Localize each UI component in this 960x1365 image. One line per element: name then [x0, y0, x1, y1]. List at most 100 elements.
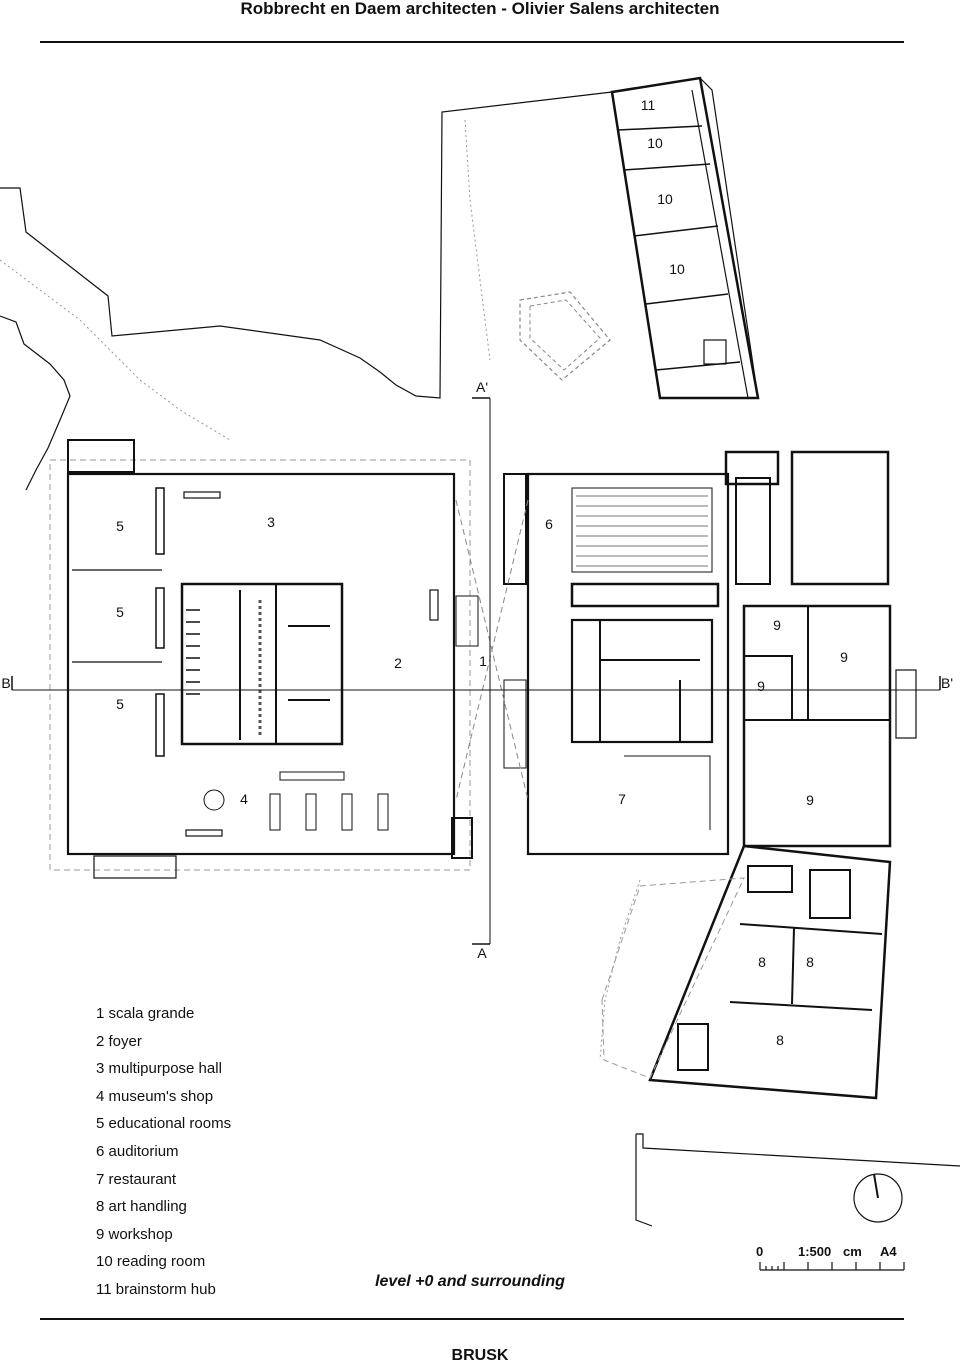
top-rule [40, 41, 904, 43]
northeast-core [724, 450, 780, 486]
context-outline-south [636, 1133, 960, 1167]
bottom-rule [40, 1318, 904, 1320]
scale-bar-icon [759, 1262, 905, 1271]
context-outline-south-west [635, 1134, 653, 1227]
room-label-workshop-2: 9 [840, 649, 848, 665]
dotted-context-1 [0, 259, 231, 441]
edu-panel-1 [155, 487, 165, 555]
reading-wing-wall [691, 89, 749, 399]
scala-stair-upper [455, 595, 479, 647]
east-stair [895, 669, 917, 739]
shop-table-2 [305, 793, 317, 831]
room-label-brainstorm-hub: 11 [641, 97, 656, 113]
room-label-workshop-3: 9 [757, 678, 765, 694]
south-stair-left [93, 855, 177, 879]
shop-table-3 [341, 793, 353, 831]
section-marker-b-left: B [1, 675, 10, 691]
room-label-reading-1: 10 [647, 135, 663, 151]
legend-item: 5 educational rooms [96, 1115, 232, 1133]
wing-stair [703, 339, 727, 365]
core-stalls [186, 609, 200, 695]
art-wall-3 [729, 1001, 873, 1011]
courtyard-path [519, 291, 611, 381]
legend-item: 4 museum's shop [96, 1087, 214, 1105]
wing-partition-1 [617, 125, 703, 131]
wing-partition-5 [655, 361, 741, 371]
room-label-scala-grande: 1 [479, 653, 487, 669]
dotted-context-3 [599, 879, 641, 1061]
round-table [203, 789, 225, 811]
scale-zero: 0 [756, 1244, 763, 1259]
room-label-museum-shop: 4 [240, 791, 248, 807]
legend-item: 6 auditorium [96, 1142, 179, 1160]
room-label-educational-3: 5 [116, 696, 124, 712]
room-label-multipurpose-hall: 3 [267, 514, 275, 530]
room-label-auditorium: 6 [545, 516, 553, 532]
room-legend: 1 scala grande 2 foyer 3 multipurpose ha… [96, 1004, 231, 1308]
shop-counter [279, 771, 345, 781]
reading-wing-outline [610, 76, 760, 400]
shop-table-4 [377, 793, 389, 831]
wing-partition-2 [623, 163, 711, 171]
dotted-context-2 [464, 119, 491, 361]
scala-stair-lower [503, 679, 527, 769]
room-label-educational-1: 5 [116, 518, 124, 534]
scale-ratio: 1:500 [798, 1244, 831, 1259]
northeast-room [790, 450, 890, 586]
legend-item: 9 workshop [96, 1225, 173, 1243]
section-marker-a-bottom: A [477, 945, 487, 961]
context-outline-north [0, 77, 759, 399]
plan-caption: level +0 and surrounding [375, 1273, 565, 1290]
foyer-panel [429, 589, 439, 621]
legend-item: 1 scala grande [96, 1005, 195, 1022]
shop-panel-bottom [185, 829, 223, 837]
courtyard-path-inner [529, 299, 601, 371]
drawing-title: Robbrecht en Daem architecten - Olivier … [240, 0, 720, 18]
scala-diagonal-2 [455, 499, 529, 801]
left-block-outline [66, 472, 456, 856]
room-label-art-handling-3: 8 [776, 1032, 784, 1048]
service-strip [570, 582, 720, 608]
room-label-art-handling-2: 8 [806, 954, 814, 970]
art-core-1 [747, 865, 793, 893]
north-arrow-icon [853, 1173, 903, 1223]
legend-item: 2 foyer [96, 1032, 142, 1050]
section-marker-b-right: B' [941, 675, 953, 691]
stage [735, 477, 771, 585]
room-label-art-handling-1: 8 [758, 954, 766, 970]
southeast-stair-left [451, 817, 473, 859]
art-handling-block [648, 844, 892, 1100]
room-label-reading-2: 10 [657, 191, 673, 207]
auditorium-seating [571, 487, 713, 573]
edu-panel-3 [155, 693, 165, 757]
legend-item: 10 reading room [96, 1253, 206, 1271]
legend-item: 3 multipurpose hall [96, 1060, 222, 1078]
context-outline-west [0, 315, 71, 491]
left-block-dashed-edge [49, 459, 471, 871]
middle-west-wall [503, 473, 527, 585]
hall-panel-top [183, 491, 221, 499]
restaurant-bar [624, 755, 711, 830]
central-core [180, 582, 344, 746]
room-label-educational-2: 5 [116, 604, 124, 620]
auditorium-rows [576, 495, 708, 567]
legend-item: 8 art handling [96, 1198, 187, 1216]
legend-item: 11 brainstorm hub [96, 1280, 216, 1298]
wing-partition-3 [633, 225, 719, 237]
middle-block-outline [526, 472, 730, 856]
art-wall-2 [791, 927, 795, 1005]
room-label-workshop-4: 9 [806, 792, 814, 808]
workshop-small-room [743, 655, 793, 721]
room-label-reading-3: 10 [669, 261, 685, 277]
scale-paper: A4 [880, 1244, 897, 1259]
legend-item: 7 restaurant [96, 1170, 177, 1188]
edu-panel-2 [155, 587, 165, 649]
shop-table-1 [269, 793, 281, 831]
room-label-restaurant: 7 [618, 791, 626, 807]
room-label-foyer: 2 [394, 655, 402, 671]
footer-brand: BRUSK [451, 1347, 509, 1364]
workshop-block [742, 604, 892, 848]
section-marker-a-top: A' [476, 379, 488, 395]
art-wall-1 [739, 923, 883, 935]
